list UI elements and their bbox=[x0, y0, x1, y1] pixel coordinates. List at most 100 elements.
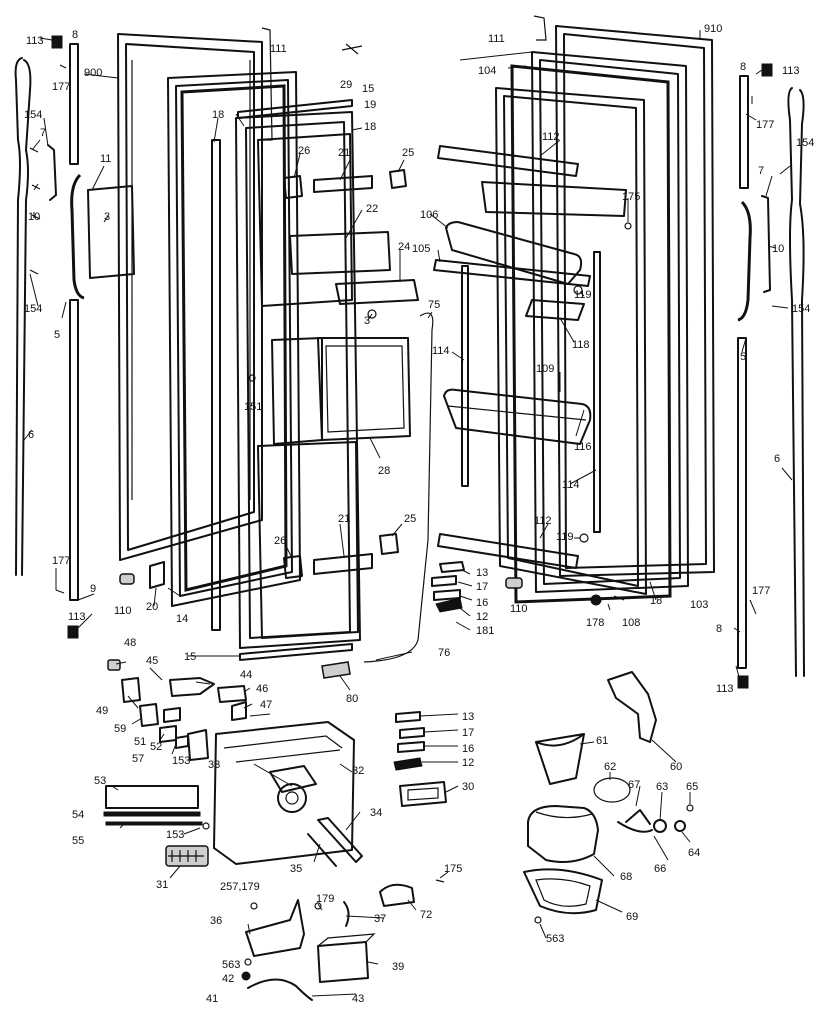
part-number-label: 119 bbox=[574, 289, 592, 301]
clip-25-lower bbox=[379, 533, 399, 555]
door-panel-11 bbox=[87, 185, 135, 279]
trim-7-right bbox=[761, 195, 771, 293]
lamp-48 bbox=[107, 659, 121, 671]
actuator-44 bbox=[169, 677, 215, 697]
part-number-label: 29 bbox=[340, 79, 352, 91]
part-number-label: 45 bbox=[146, 655, 158, 667]
cam-20 bbox=[149, 561, 165, 589]
shelf-22 bbox=[289, 231, 391, 275]
part-number-label: 153 bbox=[172, 755, 190, 767]
right-door-handle bbox=[737, 200, 752, 322]
part-number-label: 3 bbox=[364, 315, 370, 327]
part-number-label: 64 bbox=[688, 847, 700, 859]
ice-dispenser-door-28 bbox=[317, 337, 411, 441]
part-number-label: 12 bbox=[462, 757, 474, 769]
bar-21-upper bbox=[313, 175, 373, 193]
part-number-label: 39 bbox=[392, 961, 404, 973]
roller-178 bbox=[590, 594, 602, 606]
freezer-gasket-inner bbox=[180, 84, 288, 592]
part-number-label: 80 bbox=[346, 693, 358, 705]
part-number-label: 69 bbox=[626, 911, 638, 923]
part-number-label: 175 bbox=[444, 863, 462, 875]
part-number-label: 24 bbox=[398, 241, 410, 253]
part-number-label: 42 bbox=[222, 973, 234, 985]
ice-door-face bbox=[325, 345, 405, 433]
bracket-12-center bbox=[393, 757, 423, 771]
part-number-label: 119 bbox=[556, 531, 574, 543]
base-69-inner bbox=[535, 878, 591, 907]
valve-34 bbox=[317, 817, 363, 863]
shim-17-right bbox=[431, 575, 457, 587]
part-number-label: 113 bbox=[782, 65, 800, 77]
part-number-label: 114 bbox=[432, 345, 450, 357]
part-number-label: 5 bbox=[54, 329, 60, 341]
lever-47 bbox=[231, 701, 247, 721]
part-number-label: 563 bbox=[546, 933, 564, 945]
trim-7 bbox=[47, 144, 57, 201]
part-number-label: 21 bbox=[338, 513, 350, 525]
part-number-label: 37 bbox=[374, 913, 386, 925]
part-number-label: 53 bbox=[94, 775, 106, 787]
bracket-12-right bbox=[435, 597, 463, 613]
part-number-label: 5 bbox=[740, 351, 746, 363]
part-number-label: 34 bbox=[370, 807, 382, 819]
part-number-label: 54 bbox=[72, 809, 84, 821]
left-door-handle bbox=[70, 173, 85, 300]
part-number-label: 108 bbox=[622, 617, 640, 629]
part-number-label: 51 bbox=[134, 736, 146, 748]
dairy-shelf-105 bbox=[433, 259, 591, 287]
cover-46 bbox=[217, 685, 247, 703]
part-number-label: 57 bbox=[132, 753, 144, 765]
part-number-label: 15 bbox=[362, 83, 374, 95]
part-number-label: 8 bbox=[740, 61, 746, 73]
part-number-label: 14 bbox=[176, 613, 188, 625]
part-number-label: 179 bbox=[316, 893, 334, 905]
part-number-label: 48 bbox=[124, 637, 136, 649]
part-number-label: 30 bbox=[462, 781, 474, 793]
part-number-label: 10 bbox=[28, 211, 40, 223]
part-number-label: 116 bbox=[574, 441, 592, 453]
part-number-label: 43 bbox=[352, 993, 364, 1005]
part-number-label: 111 bbox=[270, 43, 287, 55]
part-number-label: 6 bbox=[774, 453, 780, 465]
part-number-label: 28 bbox=[378, 465, 390, 477]
part-number-label: 175 bbox=[622, 191, 640, 203]
freezer-door-holes bbox=[131, 60, 251, 500]
solenoid-block bbox=[187, 729, 209, 761]
part-number-label: 181 bbox=[476, 625, 494, 637]
bottom-rail-15 bbox=[239, 643, 353, 661]
part-number-label: 154 bbox=[792, 303, 810, 315]
hinge-110 bbox=[119, 573, 135, 585]
right-cap-bottom bbox=[737, 675, 749, 689]
part-number-label: 154 bbox=[24, 303, 42, 315]
part-number-label: 52 bbox=[150, 741, 162, 753]
clip-119-upper bbox=[573, 285, 583, 295]
shelf-front-24 bbox=[335, 279, 419, 305]
part-number-label: 18 bbox=[212, 109, 224, 121]
door-bin-109 bbox=[443, 388, 592, 445]
part-number-label: 22 bbox=[366, 203, 378, 215]
water-tube-75 bbox=[363, 312, 434, 663]
part-number-label: 44 bbox=[240, 669, 252, 681]
liner-top-bin bbox=[257, 133, 353, 307]
part-number-label: 111 bbox=[488, 33, 505, 45]
part-number-label: 13 bbox=[476, 567, 488, 579]
part-number-label: 20 bbox=[146, 601, 158, 613]
part-number-label: 76 bbox=[438, 647, 450, 659]
fastener-151 bbox=[248, 374, 256, 382]
part-number-label: 16 bbox=[476, 597, 488, 609]
bin-lip-109 bbox=[447, 405, 587, 421]
bracket-60 bbox=[607, 671, 657, 743]
part-number-label: 62 bbox=[604, 761, 616, 773]
shaft-67 bbox=[625, 809, 651, 825]
bracket-49 bbox=[121, 677, 141, 703]
screw-153-lower bbox=[202, 822, 210, 830]
part-number-label: 6 bbox=[28, 429, 34, 441]
breaker-strip-111-right bbox=[533, 15, 547, 41]
part-number-label: 113 bbox=[68, 611, 86, 623]
tool-29 bbox=[341, 43, 363, 55]
part-number-label: 47 bbox=[260, 699, 272, 711]
part-number-label: 8 bbox=[72, 29, 78, 41]
small-tray-118 bbox=[525, 299, 585, 321]
freezer-door-outer bbox=[117, 33, 263, 561]
